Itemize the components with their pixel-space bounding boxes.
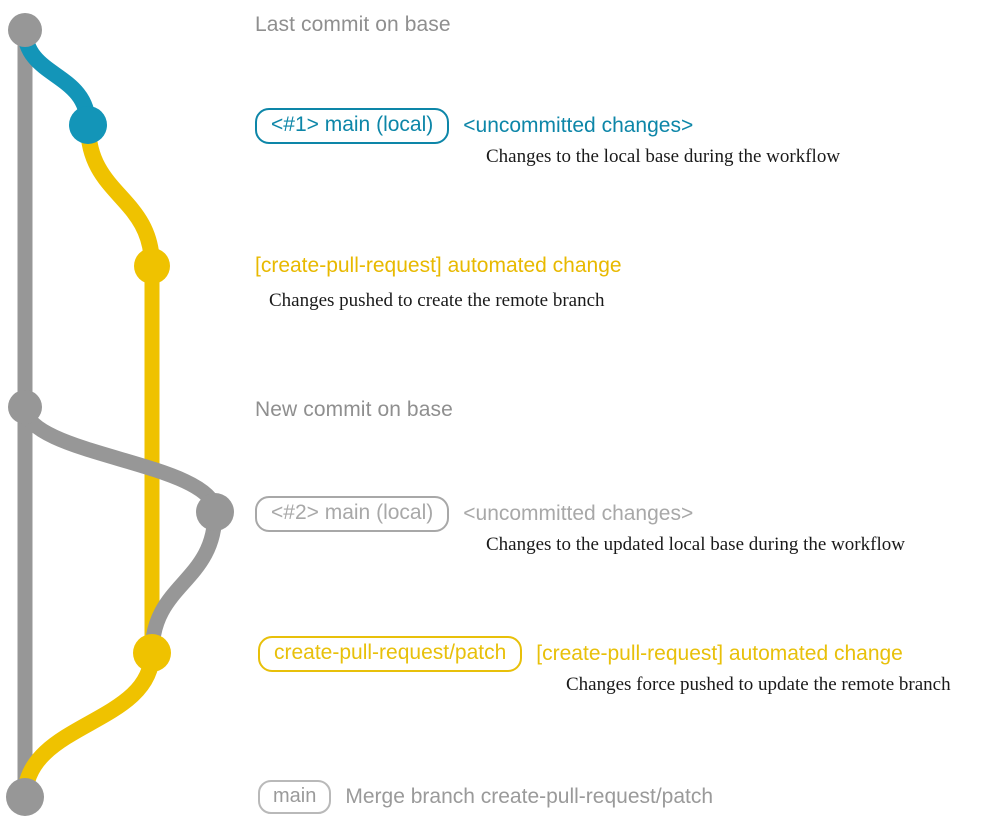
commit-subject-automated-change-1: [create-pull-request] automated change <box>255 254 622 277</box>
commit-row-automated-change-2: create-pull-request/patch [create-pull-r… <box>258 636 903 673</box>
commit-note-local-main-2: Changes to the updated local base during… <box>486 534 905 555</box>
commit-row-new-commit-on-base: New commit on base <box>255 398 453 422</box>
commit-subject-last-commit-on-base: Last commit on base <box>255 13 451 36</box>
ref-badge-create-pull-request-patch[interactable]: create-pull-request/patch <box>258 636 523 673</box>
commit-subject-new-commit-on-base: New commit on base <box>255 398 453 421</box>
commit-note-local-main-1: Changes to the local base during the wor… <box>486 146 841 167</box>
node-local-main-1[interactable] <box>69 106 107 144</box>
commit-note-automated-change-2: Changes force pushed to update the remot… <box>566 674 951 695</box>
ref-badge-local-main-2[interactable]: <#2> main (local) <box>255 496 450 533</box>
node-automated-change-1[interactable] <box>134 248 170 284</box>
amber-branch-edge-1 <box>80 117 160 274</box>
amber-merge-edge <box>17 645 160 805</box>
node-local-main-2[interactable] <box>196 493 234 531</box>
commit-subject-local-main-1: <uncommitted changes> <box>463 114 694 138</box>
commit-row-merge-commit: main Merge branch create-pull-request/pa… <box>258 780 713 814</box>
local-main-2-to-patch-edge <box>144 504 223 661</box>
commit-row-local-main-1: <#1> main (local) <uncommitted changes> <box>255 108 694 145</box>
node-base-new-commit[interactable] <box>8 390 42 424</box>
node-merge-commit[interactable] <box>6 778 44 816</box>
commit-note-automated-change-1: Changes pushed to create the remote bran… <box>269 290 605 311</box>
node-base-last-commit[interactable] <box>8 13 42 47</box>
commit-row-last-commit-on-base: Last commit on base <box>255 13 451 37</box>
base-to-local-main-2-edge <box>17 399 223 520</box>
node-automated-change-2[interactable] <box>133 634 171 672</box>
commit-row-local-main-2: <#2> main (local) <uncommitted changes> <box>255 496 694 533</box>
commit-subject-local-main-2: <uncommitted changes> <box>463 502 694 526</box>
commit-subject-merge-commit: Merge branch create-pull-request/patch <box>345 785 714 808</box>
commit-subject-automated-change-2: [create-pull-request] automated change <box>536 642 903 666</box>
ref-badge-local-main-1[interactable]: <#1> main (local) <box>255 108 450 145</box>
ref-badge-main[interactable]: main <box>258 780 332 814</box>
